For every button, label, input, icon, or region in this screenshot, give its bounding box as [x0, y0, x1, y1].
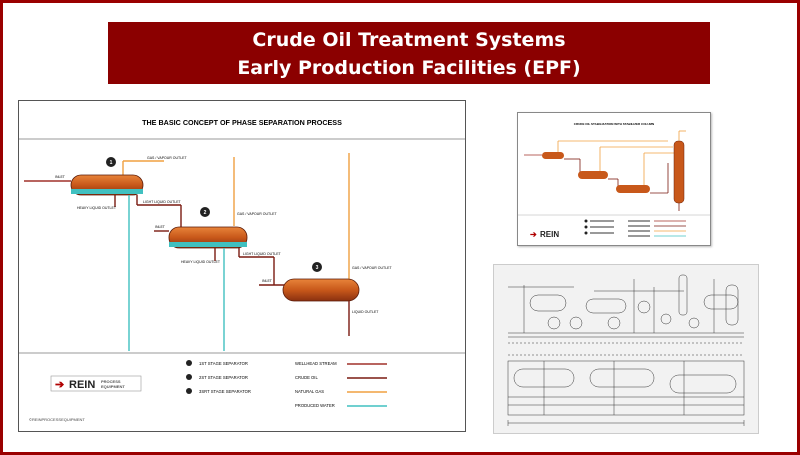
logo-box — [50, 375, 142, 392]
rein-logo-icon: ➔ — [55, 379, 65, 391]
liquid-outlet-label-3: LIQUID OUTLET — [352, 310, 379, 314]
thumb1-separator-2 — [578, 171, 608, 179]
gas-label-3: GAS / VAPOUR OUTLET — [352, 266, 392, 270]
inlet-label-2: INLET — [155, 225, 166, 229]
stage-legend-bullet-2 — [186, 374, 192, 380]
light-outlet-label-1: LIGHT LIQUID OUTLET — [143, 200, 182, 204]
legend-label-crude: CRUDE OIL — [295, 375, 318, 380]
water-layer-2 — [169, 242, 247, 247]
phase-separation-diagram: THE BASIC CONCEPT OF PHASE SEPARATION PR… — [18, 100, 466, 432]
stage-legend-1: 1ST STAGE SEPARATOR — [199, 361, 248, 366]
stage-legend-bullet-3 — [186, 388, 192, 394]
legend-label-water: PRODUCED WATER — [295, 403, 335, 408]
thumb1-title: CRUDE OIL STABILIZATION WITH STABILIZER … — [574, 122, 654, 126]
drawing-plan-view — [507, 354, 745, 426]
inlet-label-1: INLET — [55, 175, 66, 179]
thumb2-svg — [507, 274, 745, 426]
stage-number-2-circle — [200, 207, 210, 217]
diagram-svg: THE BASIC CONCEPT OF PHASE SEPARATION PR… — [19, 118, 465, 422]
stage-legend-3: 3SRT STAGE SEPARATOR — [199, 389, 251, 394]
gas-label-2: GAS / VAPOUR OUTLET — [237, 212, 277, 216]
stream-legend: WELLHEAD STREAM CRUDE OIL NATURAL GAS PR… — [295, 361, 387, 408]
stage-number-2: 2 — [204, 210, 207, 216]
gas-label-1: GAS / VAPOUR OUTLET — [147, 156, 187, 160]
copyright-text: ©REINPROCESSEQUIPMENT — [29, 417, 85, 422]
heavy-outlet-label-2: HEAVY LIQUID OUTLET — [181, 260, 221, 264]
stage-number-3-circle — [312, 262, 322, 272]
separator-vessel-3 — [282, 278, 360, 302]
thumb1-stabilizer-column — [673, 140, 685, 204]
diagram-title: THE BASIC CONCEPT OF PHASE SEPARATION PR… — [142, 118, 342, 127]
thumb1-svg: CRUDE OIL STABILIZATION WITH STABILIZER … — [518, 122, 710, 239]
thumb1-logo-icon: ➔ — [530, 230, 537, 239]
stage-number-1: 1 — [110, 160, 113, 166]
rein-logo-sub2: EQUIPMENT — [101, 384, 125, 389]
rein-logo-sub1: PROCESS — [101, 379, 121, 384]
stage-legend: 1ST STAGE SEPARATOR 2ST STAGE SEPARATOR … — [186, 360, 251, 394]
drawing-elevation-view — [508, 274, 744, 344]
epf-engineering-drawing-thumbnail — [493, 264, 759, 434]
water-layer-1 — [71, 189, 143, 194]
legend-label-wellhead: WELLHEAD STREAM — [295, 361, 337, 366]
thumb1-logo-text: REIN — [540, 230, 559, 239]
light-outlet-label-2: LIGHT LIQUID OUTLET — [243, 252, 282, 256]
stage-legend-2: 2ST STAGE SEPARATOR — [199, 375, 248, 380]
rein-logo-text: REIN — [69, 379, 95, 391]
thumb1-separator-3 — [616, 185, 650, 193]
heavy-outlet-label-1: HEAVY LIQUID OUTLET — [77, 206, 117, 210]
banner-title-line2: Early Production Facilities (EPF) — [237, 57, 581, 79]
title-banner: Crude Oil Treatment Systems Early Produc… — [108, 22, 710, 84]
stage-number-3: 3 — [316, 265, 319, 271]
inlet-label-3: INLET — [262, 279, 273, 283]
banner-title-line1: Crude Oil Treatment Systems — [252, 29, 566, 51]
stage-legend-bullet-1 — [186, 360, 192, 366]
legend-label-gas: NATURAL GAS — [295, 389, 324, 394]
stabilization-diagram-thumbnail: CRUDE OIL STABILIZATION WITH STABILIZER … — [517, 112, 711, 246]
thumb1-separator-1 — [542, 152, 564, 159]
stage-number-1-circle — [106, 157, 116, 167]
